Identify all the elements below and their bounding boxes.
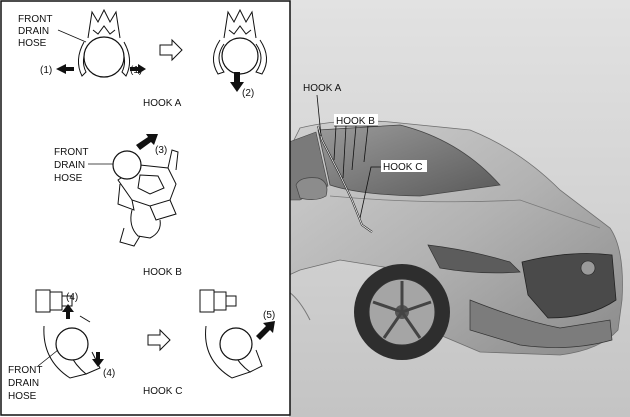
hook-c-arrow-up <box>62 304 74 319</box>
hook-a-clip-step2 <box>213 8 267 75</box>
hook-b-hose-label-1: FRONT <box>54 147 88 158</box>
front-bumper <box>469 299 613 348</box>
callout-hook-b: HOOK B <box>336 116 375 127</box>
hook-a-hose-circle <box>83 36 125 78</box>
callout-hook-c: HOOK C <box>383 162 422 173</box>
hook-c-step-down: (4) <box>103 368 115 379</box>
hook-a-hose-circle-2 <box>221 37 259 75</box>
side-mirror <box>295 177 328 200</box>
hood-line <box>329 195 601 229</box>
hook-b-hose-label-2: DRAIN <box>54 160 85 171</box>
hook-a-arrow-down <box>230 72 244 92</box>
hook-c-section: (4) (4) FRONT DRAIN HOSE (5) HOOK C <box>8 289 275 402</box>
hook-a-step-right: (1) <box>130 65 142 76</box>
hook-b-hose-circle <box>112 150 142 180</box>
emblem <box>580 260 596 276</box>
hook-c-hose-label-1: FRONT <box>8 365 42 376</box>
hook-c-hose-label-2: DRAIN <box>8 378 39 389</box>
hook-c-arrow-right <box>256 321 275 340</box>
hook-b-step: (3) <box>155 145 167 156</box>
leader-hook-a <box>316 94 322 137</box>
hook-a-step-left: (1) <box>40 65 52 76</box>
callout-hook-a: HOOK A <box>303 83 342 94</box>
hook-b-arrow <box>136 134 158 150</box>
rear-fender <box>288 291 311 321</box>
hook-c-leader <box>37 349 59 367</box>
hook-c-hose-circle-2 <box>219 327 253 361</box>
hook-a-section: FRONT DRAIN HOSE (1) (1) (2) HOOK A <box>18 8 267 109</box>
hook-a-hose-label-3: HOSE <box>18 38 47 49</box>
hook-c-step-right: (5) <box>263 310 275 321</box>
hook-c-arrow-down <box>92 352 104 367</box>
callout-hook-b-bg <box>334 114 378 126</box>
hook-a-transition-arrow <box>159 38 183 62</box>
hook-b-title: HOOK B <box>143 267 182 278</box>
hook-b-clip <box>117 149 179 247</box>
car-photo: HOOK A HOOK B HOOK C <box>288 0 630 417</box>
hose-highlight <box>317 125 373 233</box>
hook-a-title: HOOK A <box>143 98 182 109</box>
hook-a-arrow-left <box>56 64 74 74</box>
leader-hook-c <box>359 166 381 219</box>
hook-b-hose-label-3: HOSE <box>54 173 83 184</box>
hook-c-title: HOOK C <box>143 386 182 397</box>
hook-c-step-up: (4) <box>66 292 78 303</box>
hook-b-section: FRONT DRAIN HOSE (3) HOOK B <box>54 134 182 278</box>
hook-a-leader <box>57 29 87 43</box>
hook-c-transition-arrow <box>147 328 171 352</box>
hook-a-hose-label-2: DRAIN <box>18 26 49 37</box>
hook-c-hose-label-3: HOSE <box>8 391 37 402</box>
hook-c-hose-circle <box>55 327 89 361</box>
hook-a-hose-label-1: FRONT <box>18 14 52 25</box>
leader-hook-b <box>333 125 378 179</box>
wheel-spokes <box>372 281 432 339</box>
headlight <box>427 244 521 274</box>
hook-a-arrow-right <box>130 64 146 74</box>
hook-a-step-down: (2) <box>242 88 254 99</box>
callout-hook-c-bg <box>381 160 427 172</box>
